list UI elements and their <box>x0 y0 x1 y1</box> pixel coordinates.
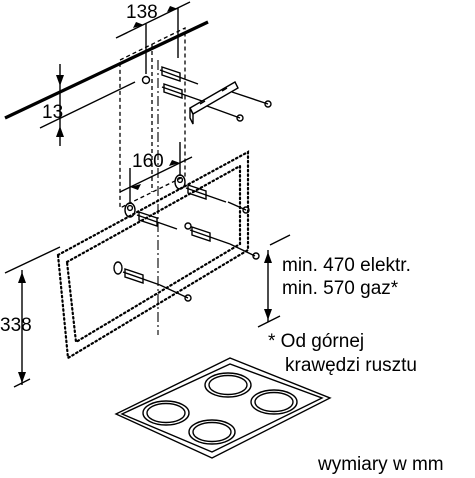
dimension-338-label: 338 <box>0 315 32 336</box>
footnote-line-1: * Od górnej <box>268 331 364 352</box>
dimension-338: 338 <box>0 270 32 388</box>
min-gas-label: min. 570 gaz* <box>282 278 399 299</box>
lower-screws <box>113 261 192 302</box>
upper-bracket <box>141 75 239 125</box>
footnote-line-2: krawędzi rusztu <box>285 355 417 376</box>
cooktop <box>114 357 332 459</box>
upper-chimney-outline <box>119 26 186 210</box>
wall-outline <box>4 234 291 274</box>
dimension-13-label: 13 <box>42 102 63 123</box>
units-caption: wymiary w mm <box>317 454 444 475</box>
upper-screws <box>159 66 272 122</box>
middle-screws <box>136 184 260 260</box>
min-electric-label: min. 470 elektr. <box>282 255 411 276</box>
dimension-160: 160 <box>119 142 193 204</box>
dimension-13: 13 <box>39 64 136 146</box>
dimension-138-label: 138 <box>126 2 158 23</box>
middle-keyholes <box>124 174 186 218</box>
ceiling <box>4 20 209 120</box>
dimension-160-label: 160 <box>132 151 164 172</box>
clearance-dimension <box>257 250 281 328</box>
hood-outline <box>56 150 250 360</box>
dimension-138: 138 <box>115 1 191 74</box>
